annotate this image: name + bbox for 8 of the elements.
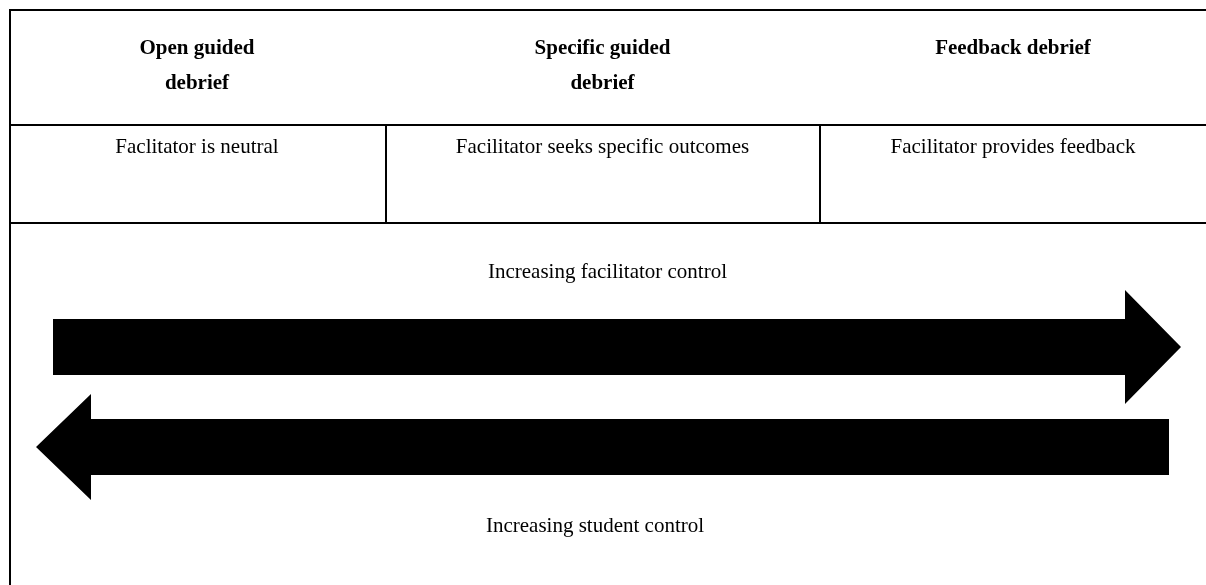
arrow-caption: Increasing facilitator control (487, 258, 728, 285)
column-header: Open guided debrief (138, 34, 256, 96)
arrow-caption: Increasing student control (485, 512, 705, 539)
column-header: Feedback debrief (934, 34, 1092, 61)
table-cell-text: Facilitator seeks specific outcomes (455, 133, 750, 160)
table-cell-text: Faclitator is neutral (115, 133, 279, 160)
table-cell-text: Facilitator provides feedback (890, 133, 1136, 160)
column-header: Specific guided debrief (533, 34, 672, 96)
